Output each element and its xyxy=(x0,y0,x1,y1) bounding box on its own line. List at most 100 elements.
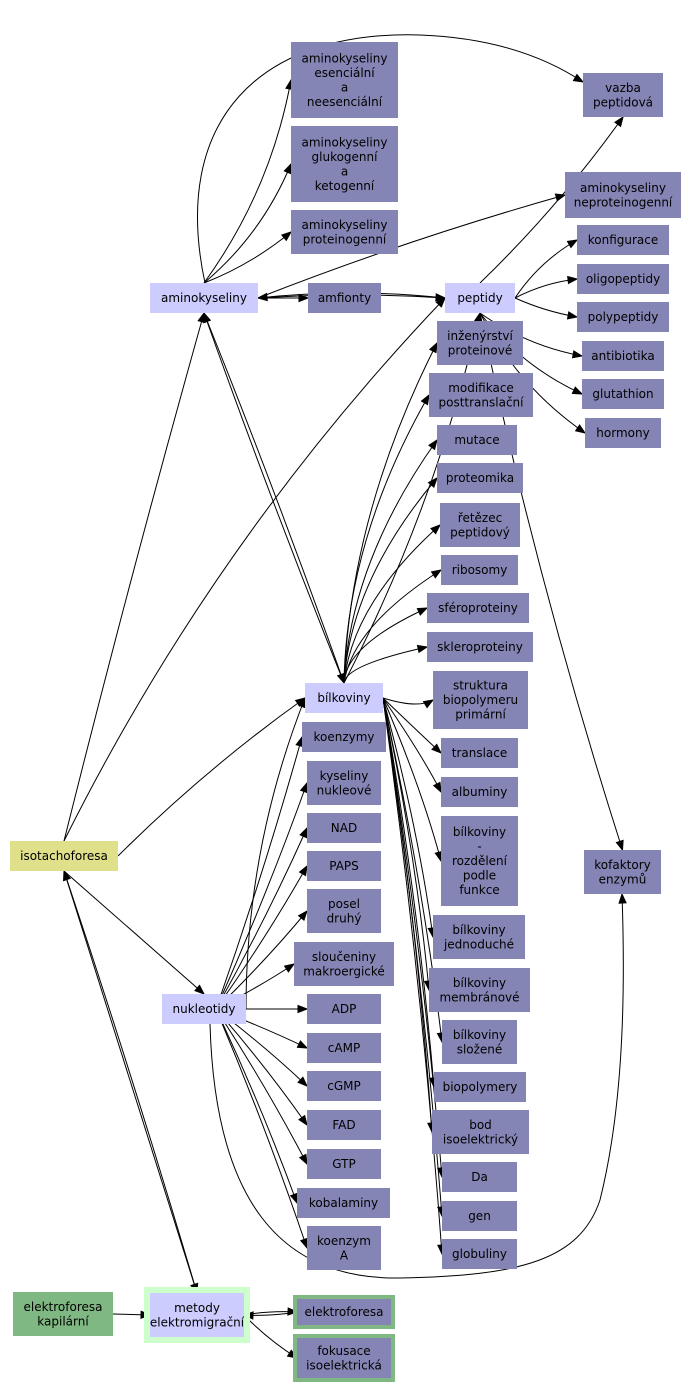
node-label: kobalaminy xyxy=(309,1196,378,1210)
node-kobal[interactable]: kobalaminy xyxy=(297,1188,390,1218)
edge-arrowhead xyxy=(567,275,579,285)
edge-aminokyseliny-ak_ess xyxy=(203,79,292,284)
node-ribos[interactable]: ribosomy xyxy=(441,555,518,585)
node-aminokyseliny[interactable]: aminokyseliny xyxy=(150,283,258,313)
edge-arrowhead xyxy=(197,311,206,324)
node-koenz[interactable]: koenzymy xyxy=(302,722,386,752)
node-bilkoviny[interactable]: bílkoviny xyxy=(305,683,383,713)
node-biopol[interactable]: biopolymery xyxy=(434,1072,526,1102)
node-camp[interactable]: cAMP xyxy=(307,1033,381,1063)
edge-arrowhead xyxy=(299,1237,308,1250)
node-box xyxy=(297,1188,390,1218)
edge-arrowhead xyxy=(574,424,587,434)
edge-arrowhead xyxy=(299,826,308,839)
node-label: elektroforesa xyxy=(305,1305,384,1319)
edge-isota-bilkoviny xyxy=(117,697,306,857)
edge-arrowhead xyxy=(618,892,627,904)
node-gen[interactable]: gen xyxy=(442,1201,517,1231)
node-transl[interactable]: translace xyxy=(441,738,518,768)
node-gtp[interactable]: GTP xyxy=(307,1149,381,1179)
node-sfero[interactable]: sféroproteiny xyxy=(427,593,529,623)
node-glob[interactable]: globuliny xyxy=(442,1239,517,1269)
node-box xyxy=(10,841,118,871)
node-glut[interactable]: glutathion xyxy=(582,379,664,409)
edge-peptidy-antib xyxy=(479,312,583,357)
edge-arrowhead xyxy=(566,239,579,249)
node-label: cAMP xyxy=(328,1041,360,1055)
edge-bilkoviny-mutace xyxy=(343,439,438,684)
edge-bilkoviny-transl xyxy=(382,697,442,754)
edge-nukleot-bilkoviny xyxy=(245,697,306,1010)
node-ef[interactable]: elektroforesa xyxy=(293,1295,395,1329)
node-adp[interactable]: ADP xyxy=(307,994,381,1024)
node-label: amfionty xyxy=(318,291,371,305)
node-label: bílkoviny xyxy=(317,691,370,705)
node-cgmp[interactable]: cGMP xyxy=(307,1071,381,1101)
node-fad[interactable]: FAD xyxy=(307,1110,381,1140)
node-da[interactable]: Da xyxy=(442,1162,517,1192)
node-box xyxy=(442,1201,517,1231)
node-box xyxy=(294,942,394,986)
node-label: biopolymery xyxy=(443,1080,518,1094)
node-label: ribosomy xyxy=(452,563,508,577)
node-konfig[interactable]: konfigurace xyxy=(577,225,669,255)
node-label: skleroproteiny xyxy=(437,640,523,654)
node-box xyxy=(440,503,520,547)
edge-aminokyseliny-bilkoviny xyxy=(203,312,345,684)
edge-arrowhead xyxy=(422,699,435,709)
node-mutace[interactable]: mutace xyxy=(437,425,517,455)
node-label: aminokyseliny xyxy=(161,291,247,305)
node-albumin[interactable]: albuminy xyxy=(441,777,518,807)
node-antib[interactable]: antibiotika xyxy=(582,341,664,371)
node-box xyxy=(441,777,518,807)
node-paps[interactable]: PAPS xyxy=(307,851,381,881)
node-horm[interactable]: hormony xyxy=(585,418,661,448)
node-label: translace xyxy=(452,746,508,760)
node-polypep[interactable]: polypeptidy xyxy=(577,302,669,332)
node-box xyxy=(427,593,529,623)
edge-arrowhead xyxy=(428,341,438,354)
node-nukleot[interactable]: nukleotidy xyxy=(162,994,246,1024)
node-sklero[interactable]: skleroproteiny xyxy=(427,632,533,662)
node-label: FAD xyxy=(332,1118,355,1132)
node-peptidy[interactable]: peptidy xyxy=(445,283,515,313)
edge-bilkoviny-sklero xyxy=(343,646,428,684)
node-oligo[interactable]: oligopeptidy xyxy=(577,264,669,294)
node-amfionty[interactable]: amfionty xyxy=(308,283,381,313)
node-isota[interactable]: isotachoforesa xyxy=(10,841,118,871)
node-box xyxy=(307,1071,381,1101)
node-nad[interactable]: NAD xyxy=(307,813,381,843)
node-proteom[interactable]: proteomika xyxy=(437,463,523,493)
node-box xyxy=(442,1020,517,1064)
